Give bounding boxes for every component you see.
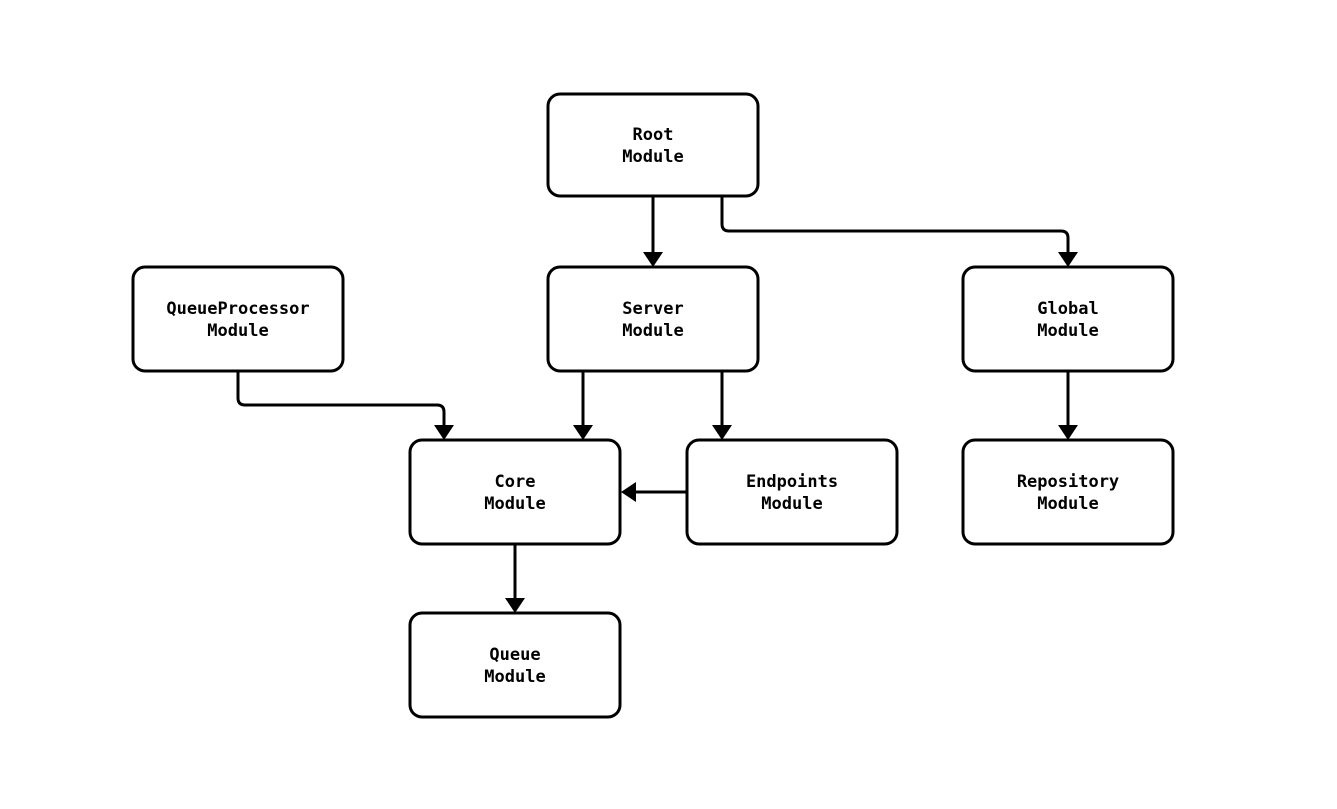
node-label-line2: Module xyxy=(1037,494,1098,514)
node-label-line1: Core xyxy=(495,472,536,492)
node-label-line2: Module xyxy=(207,321,268,341)
arrowhead-icon xyxy=(1058,252,1078,267)
node-box[interactable] xyxy=(408,611,622,719)
arrowhead-icon xyxy=(712,425,732,440)
node-label-line1: Repository xyxy=(1017,472,1119,492)
node-box[interactable] xyxy=(546,265,760,373)
edge-root-to-global xyxy=(720,196,1078,267)
edge-queueprocessor-to-core xyxy=(236,371,454,440)
edge-endpoints-to-core xyxy=(621,482,687,502)
node-label-line2: Module xyxy=(1037,321,1098,341)
node-box[interactable] xyxy=(961,265,1175,373)
node-label-line2: Module xyxy=(622,321,683,341)
edge-global-to-repository xyxy=(1058,371,1078,440)
node-label-line2: Module xyxy=(622,147,683,167)
node-label-line1: Endpoints xyxy=(746,472,838,492)
edge-line xyxy=(236,371,446,426)
node-box[interactable] xyxy=(131,265,345,373)
node-label-line1: Server xyxy=(622,299,683,319)
arrowhead-icon xyxy=(1058,425,1078,440)
node-box[interactable] xyxy=(408,438,622,546)
node-label-line1: Global xyxy=(1037,299,1098,319)
edge-root-to-server xyxy=(643,196,663,267)
node-label-line1: Root xyxy=(633,125,674,145)
node-label-line2: Module xyxy=(761,494,822,514)
edges-layer xyxy=(236,196,1078,613)
node-label-line1: Queue xyxy=(489,645,540,665)
nodes-layer: RootModuleQueueProcessorModuleServerModu… xyxy=(131,92,1175,719)
node-box[interactable] xyxy=(685,438,899,546)
node-box[interactable] xyxy=(546,92,760,198)
arrowhead-icon xyxy=(434,425,454,440)
node-label-line1: QueueProcessor xyxy=(166,299,309,319)
arrowhead-icon xyxy=(573,425,593,440)
edge-core-to-queue xyxy=(505,544,525,613)
node-label-line2: Module xyxy=(484,494,545,514)
edge-server-to-endpoints xyxy=(712,371,732,440)
node-label-line2: Module xyxy=(484,667,545,687)
node-box[interactable] xyxy=(961,438,1175,546)
edge-server-to-core xyxy=(573,371,593,440)
arrowhead-icon xyxy=(621,482,636,502)
arrowhead-icon xyxy=(643,252,663,267)
edge-line xyxy=(720,196,1070,253)
arrowhead-icon xyxy=(505,598,525,613)
